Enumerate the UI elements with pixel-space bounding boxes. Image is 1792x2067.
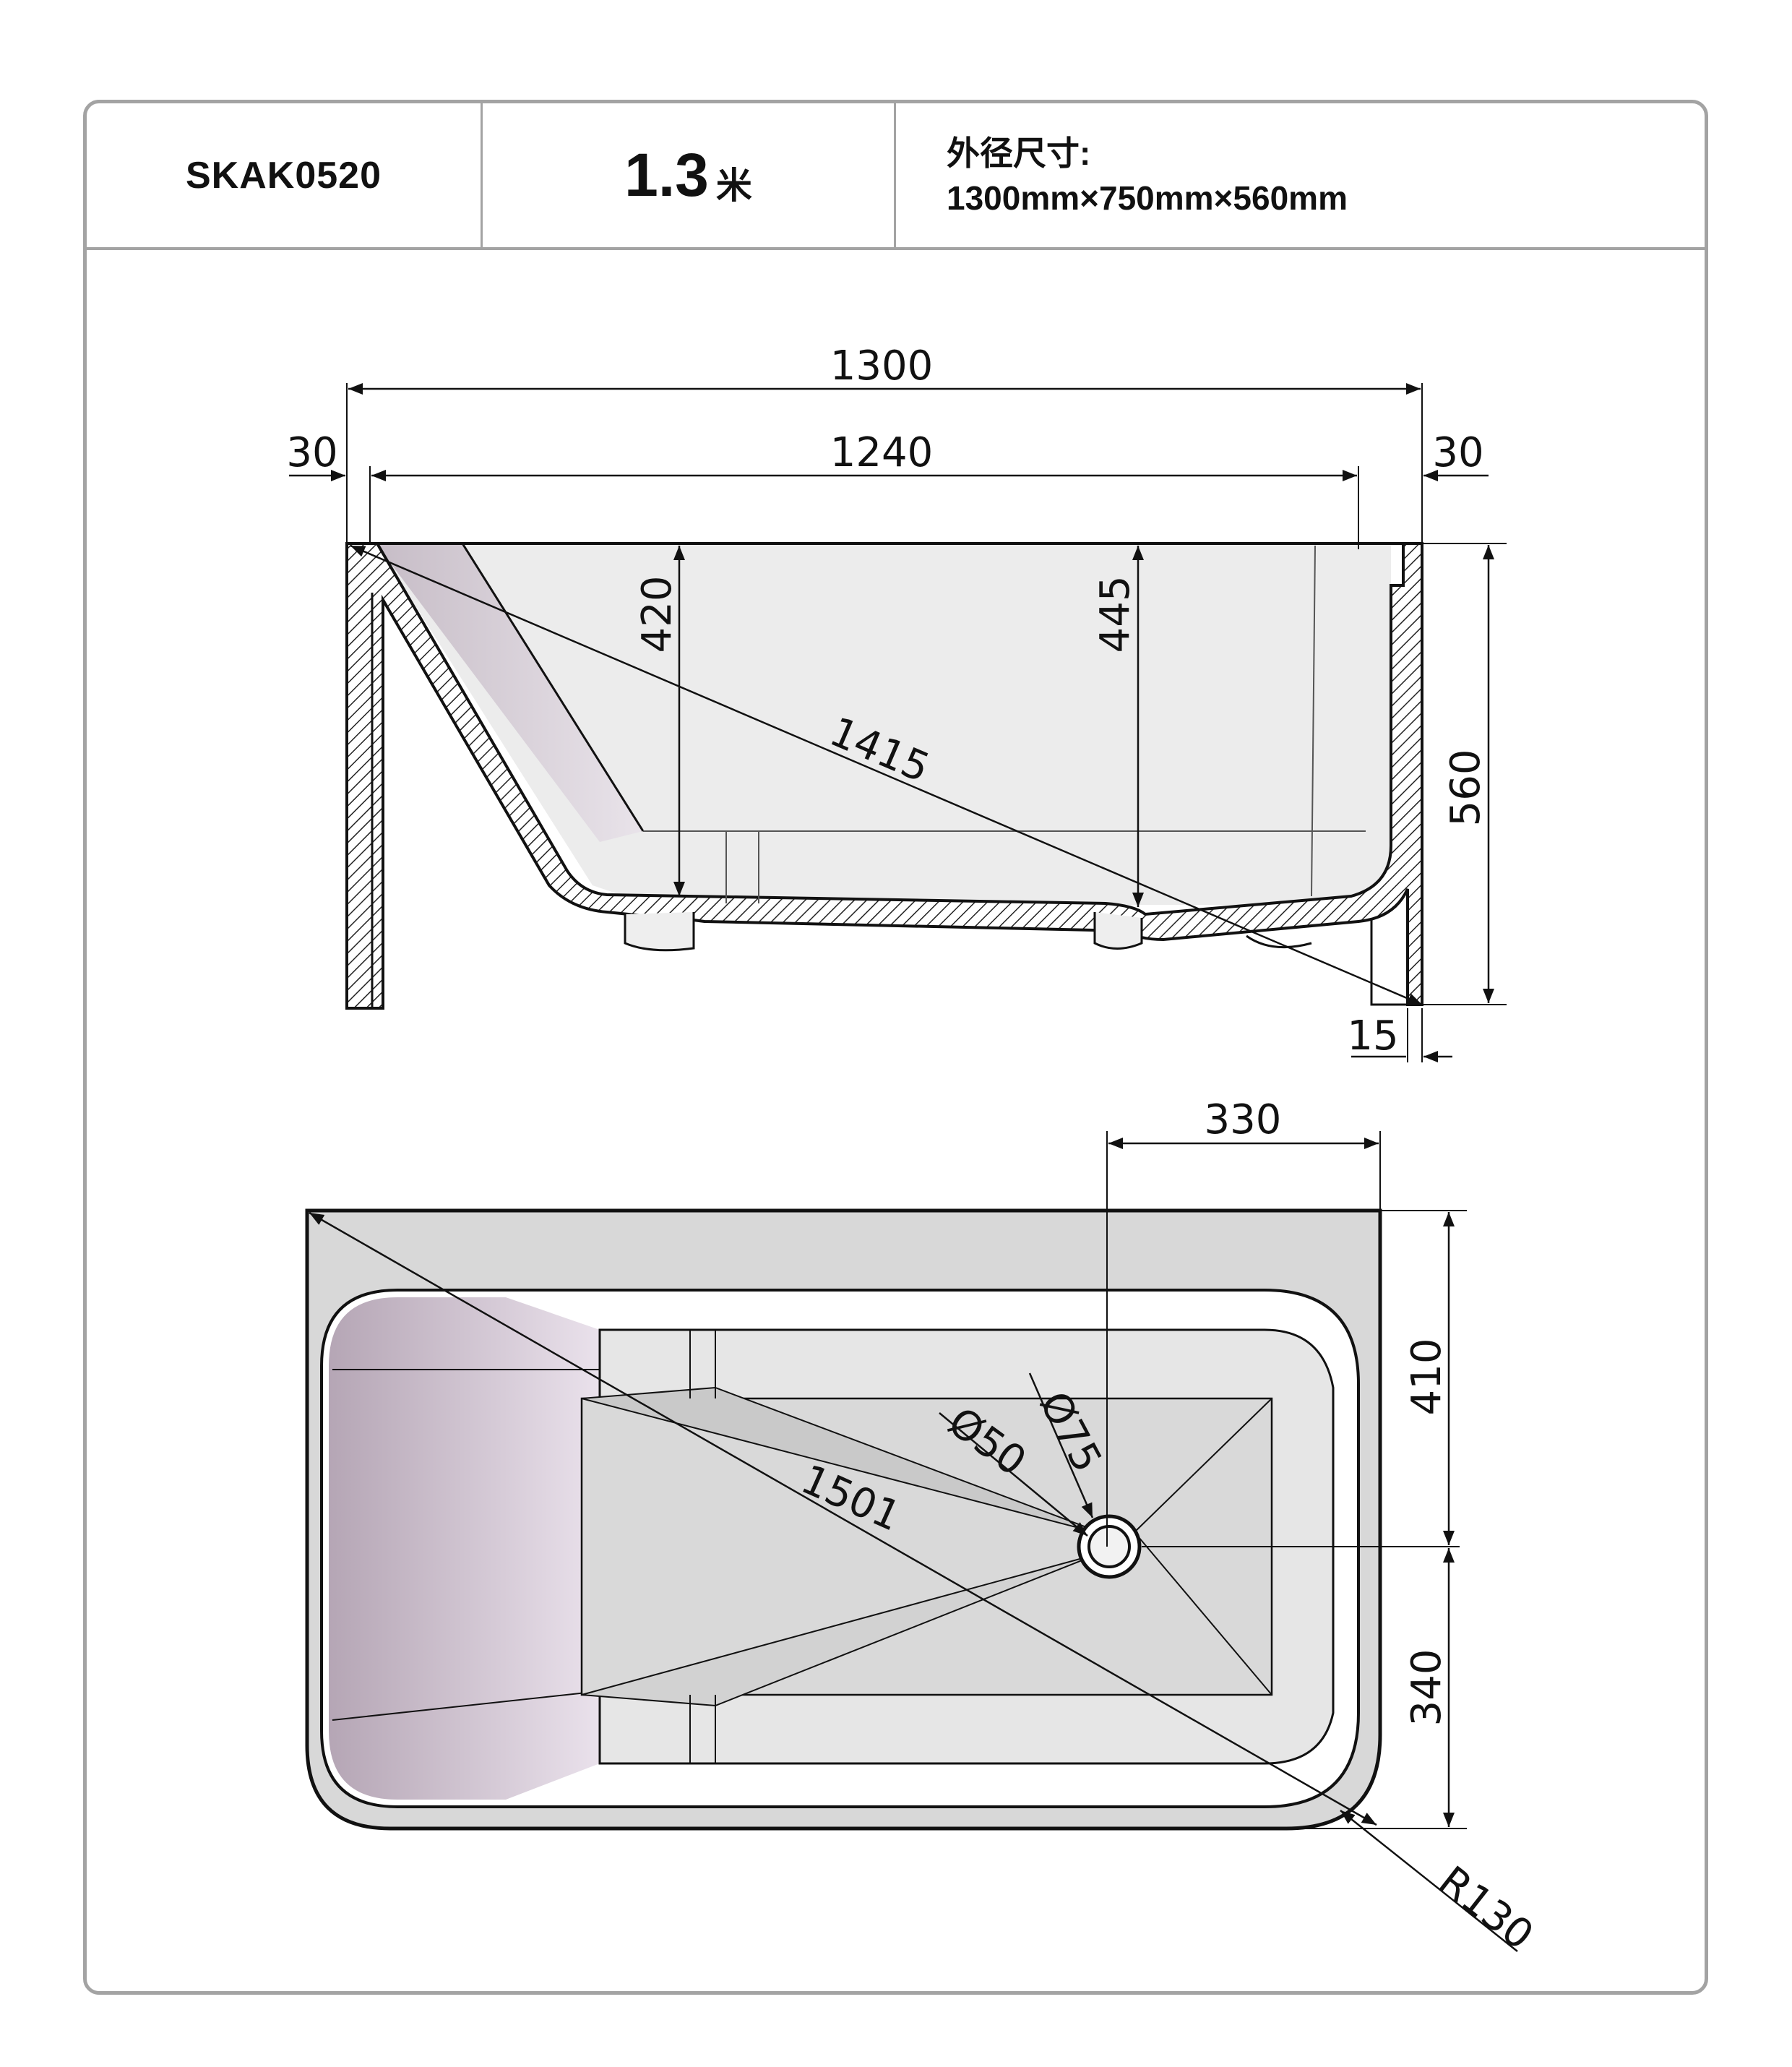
size-label: 外径尺寸:: [947, 134, 1091, 172]
dim-1240: 1240: [830, 429, 934, 476]
top-view: 330 410 340 1501 Ø50 Ø75 R130: [305, 1096, 1542, 1959]
length-unit: 米: [715, 165, 752, 206]
drain-inner-ring: [1087, 1525, 1131, 1568]
dim-445: 445: [1092, 576, 1139, 653]
length-cell: 1.3 米: [483, 103, 896, 247]
side-right-drain: [1093, 912, 1143, 950]
dim-1501-line: [309, 1211, 1377, 1826]
dim-1300: 1300: [830, 343, 934, 390]
size-cell: 外径尺寸: 1300mm×750mm×560mm: [896, 103, 1705, 247]
size-value: 1300mm×750mm×560mm: [947, 179, 1348, 217]
dim-330: 330: [1205, 1096, 1282, 1143]
dim-410: 410: [1403, 1338, 1450, 1416]
dim-d50-leader: [939, 1412, 1088, 1537]
dim-d75-leader: [1028, 1372, 1094, 1518]
dim-left-rim: 30: [286, 429, 337, 476]
model-number: SKAK0520: [185, 154, 382, 197]
dim-r130: R130: [1430, 1857, 1542, 1959]
top-purple-end: [329, 1297, 600, 1800]
dim-15: 15: [1347, 1013, 1398, 1060]
length-value: 1.3: [624, 141, 709, 209]
dim-1415-line: [350, 544, 1423, 1006]
spec-header: SKAK0520 1.3 米 外径尺寸: 1300mm×750mm×560mm: [87, 103, 1705, 250]
dim-340: 340: [1403, 1649, 1450, 1727]
dim-420: 420: [634, 576, 681, 653]
spec-sheet-frame: SKAK0520 1.3 米 外径尺寸: 1300mm×750mm×560mm: [83, 100, 1708, 1995]
dim-560: 560: [1442, 749, 1489, 827]
dim-right-rim: 30: [1432, 429, 1483, 476]
model-cell: SKAK0520: [87, 103, 483, 247]
side-view: 1300 1240 30 30 420 445 1415 560 15: [286, 343, 1507, 1062]
side-left-drain: [624, 912, 695, 952]
dim-r130-leader: [1340, 1810, 1518, 1952]
